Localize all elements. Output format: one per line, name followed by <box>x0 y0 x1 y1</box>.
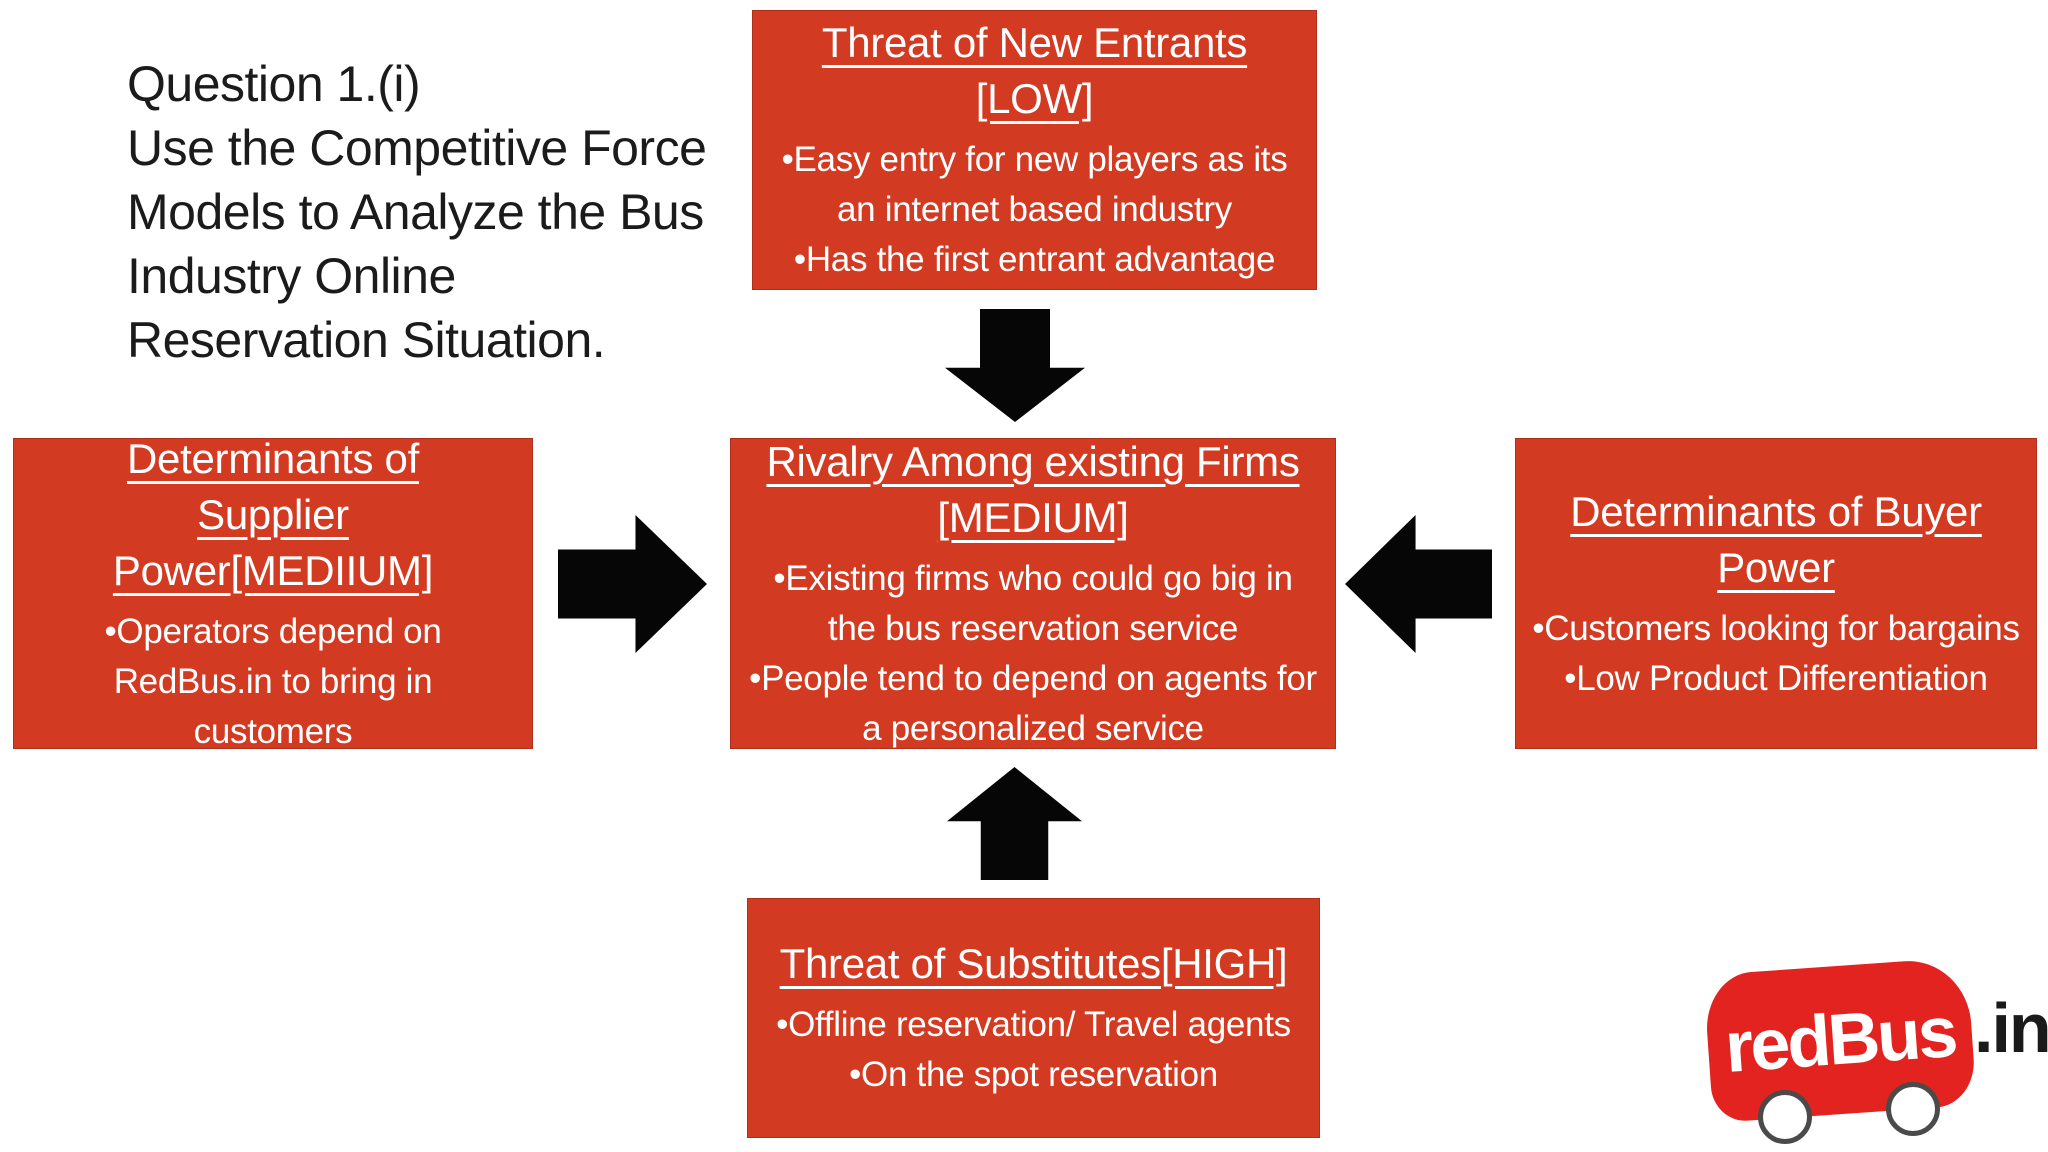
force-box-supplier-power: Determinants of Supplier Power[MEDIIUM] … <box>13 435 533 751</box>
bullet-item: •Operators depend on RedBus.in to bring … <box>104 611 442 751</box>
bullet-item: •Has the first entrant advantage <box>793 240 1276 279</box>
question-line: Question 1.(i) <box>127 56 421 112</box>
force-heading-buyer-power: Determinants of Buyer Power <box>1570 487 1982 591</box>
force-bullets-new-entrants: •Easy entry for new players as its an in… <box>767 135 1302 285</box>
force-bullets-rivalry: •Existing firms who could go big in the … <box>745 554 1321 754</box>
force-heading-substitutes: Threat of Substitutes[HIGH] <box>779 940 1288 987</box>
arrow-down-icon <box>945 309 1085 422</box>
arrow-left-icon <box>1345 515 1492 653</box>
redbus-logo: redBus .in <box>1702 956 2048 1150</box>
force-box-substitutes: Threat of Substitutes[HIGH] •Offline res… <box>747 898 1320 1138</box>
bus-wheel-icon <box>1886 1082 1940 1136</box>
bullet-item: •Easy entry for new players as its an in… <box>781 140 1288 229</box>
force-heading-rivalry: Rivalry Among existing Firms [MEDIUM] <box>766 437 1300 541</box>
force-heading-supplier-power: Determinants of Supplier Power[MEDIIUM] <box>112 434 434 594</box>
bullet-item: •Offline reservation/ Travel agents <box>776 1005 1291 1044</box>
force-bullets-supplier-power: •Operators depend on RedBus.in to bring … <box>64 607 482 757</box>
redbus-domain-suffix: .in <box>1974 989 2048 1067</box>
force-box-buyer-power: Determinants of Buyer Power •Customers l… <box>1515 438 2037 749</box>
arrow-up-icon <box>947 767 1082 880</box>
bus-wheel-icon <box>1758 1090 1812 1144</box>
force-box-rivalry: Rivalry Among existing Firms [MEDIUM] •E… <box>730 438 1336 749</box>
bullet-item: •People tend to depend on agents for a p… <box>749 658 1317 748</box>
force-box-new-entrants: Threat of New Entrants [LOW] •Easy entry… <box>752 10 1317 290</box>
question-line: Use the Competitive Force <box>127 120 707 176</box>
question-title: Question 1.(i) Use the Competitive Force… <box>127 52 707 372</box>
bullet-item: •Customers looking for bargains <box>1532 608 2020 648</box>
redbus-wordmark: redBus <box>1722 992 1958 1088</box>
force-bullets-substitutes: •Offline reservation/ Travel agents •On … <box>776 1000 1291 1100</box>
force-heading-new-entrants: Threat of New Entrants [LOW] <box>821 19 1248 122</box>
bullet-item: •On the spot reservation <box>849 1055 1218 1094</box>
question-line: Models to Analyze the Bus <box>127 184 704 240</box>
question-line: Reservation Situation. <box>127 312 606 368</box>
bullet-item: •Low Product Differentiation <box>1564 658 1988 698</box>
arrow-right-icon <box>558 515 707 653</box>
force-bullets-buyer-power: •Customers looking for bargains •Low Pro… <box>1532 604 2020 704</box>
bullet-item: •Existing firms who could go big in the … <box>773 558 1293 648</box>
question-line: Industry Online <box>127 248 456 304</box>
